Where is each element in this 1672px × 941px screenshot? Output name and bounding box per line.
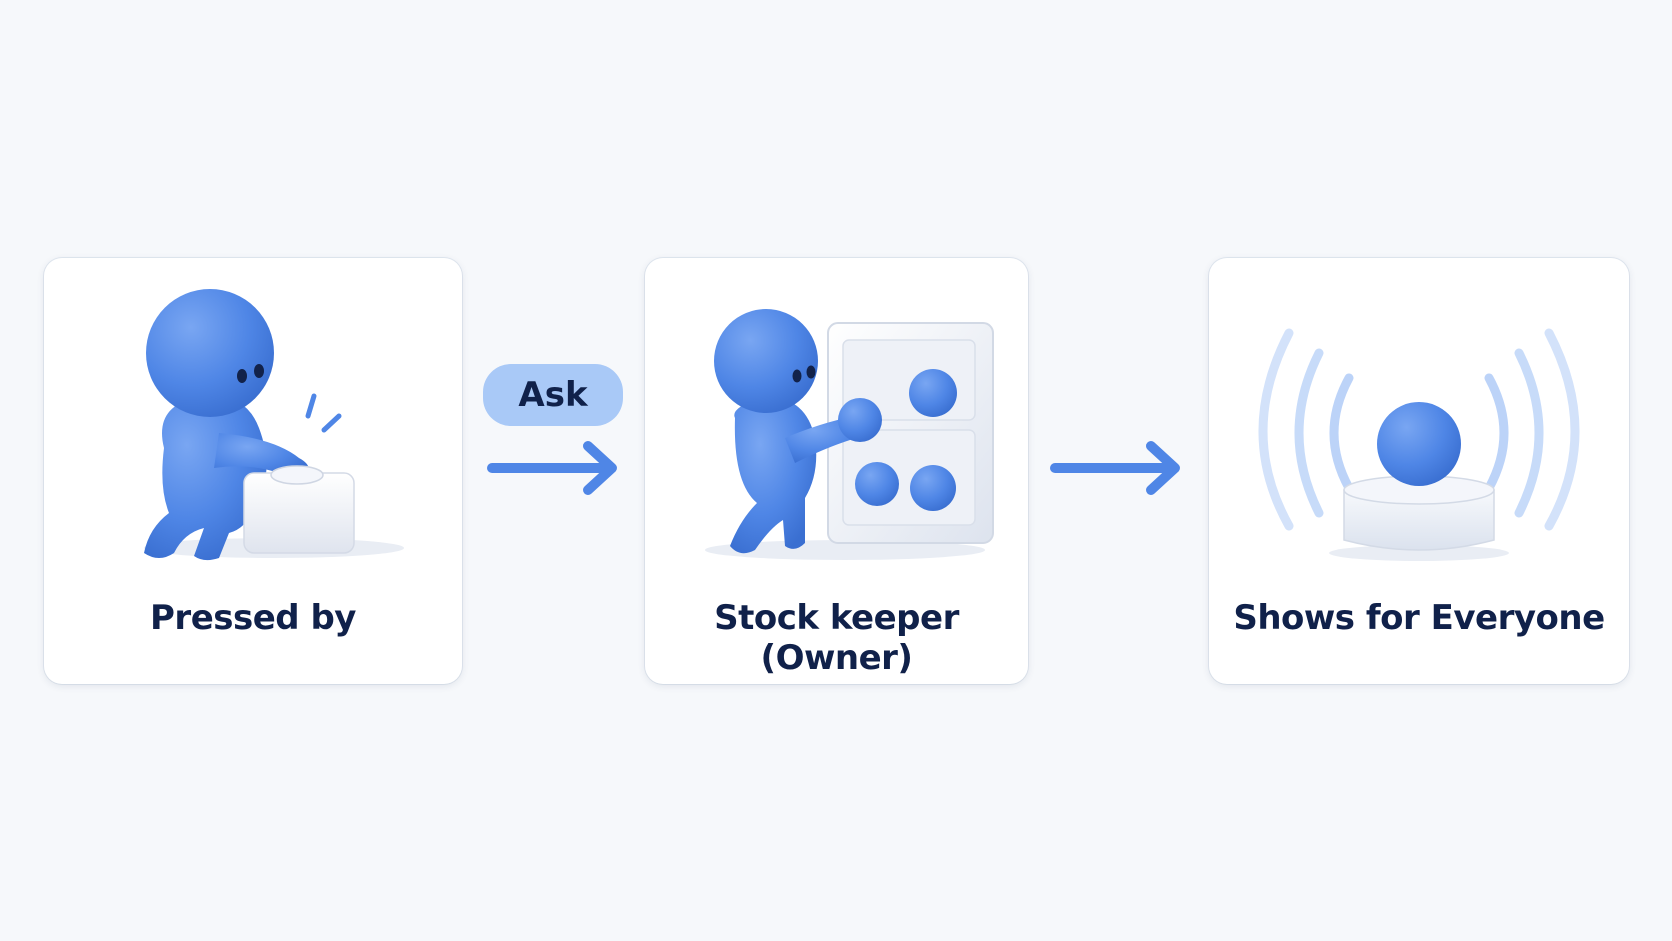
step-label: Shows for Everyone <box>1233 598 1605 638</box>
step-card-stock-keeper: Stock keeper (Owner) <box>645 258 1028 684</box>
broadcast-ball-icon <box>1258 328 1580 561</box>
step-label: Pressed by <box>150 598 356 638</box>
figure-stocking-shelf-icon <box>705 309 994 560</box>
right-arrow-icon <box>1050 441 1180 495</box>
step-label: Stock keeper (Owner) <box>714 598 959 678</box>
step-card-shows-for-everyone: Shows for Everyone <box>1209 258 1629 684</box>
figure-pressing-button-icon <box>144 289 404 561</box>
step-card-pressed-by: Pressed by <box>44 258 462 684</box>
ask-pill: Ask <box>483 364 623 426</box>
right-arrow-icon <box>487 441 617 495</box>
